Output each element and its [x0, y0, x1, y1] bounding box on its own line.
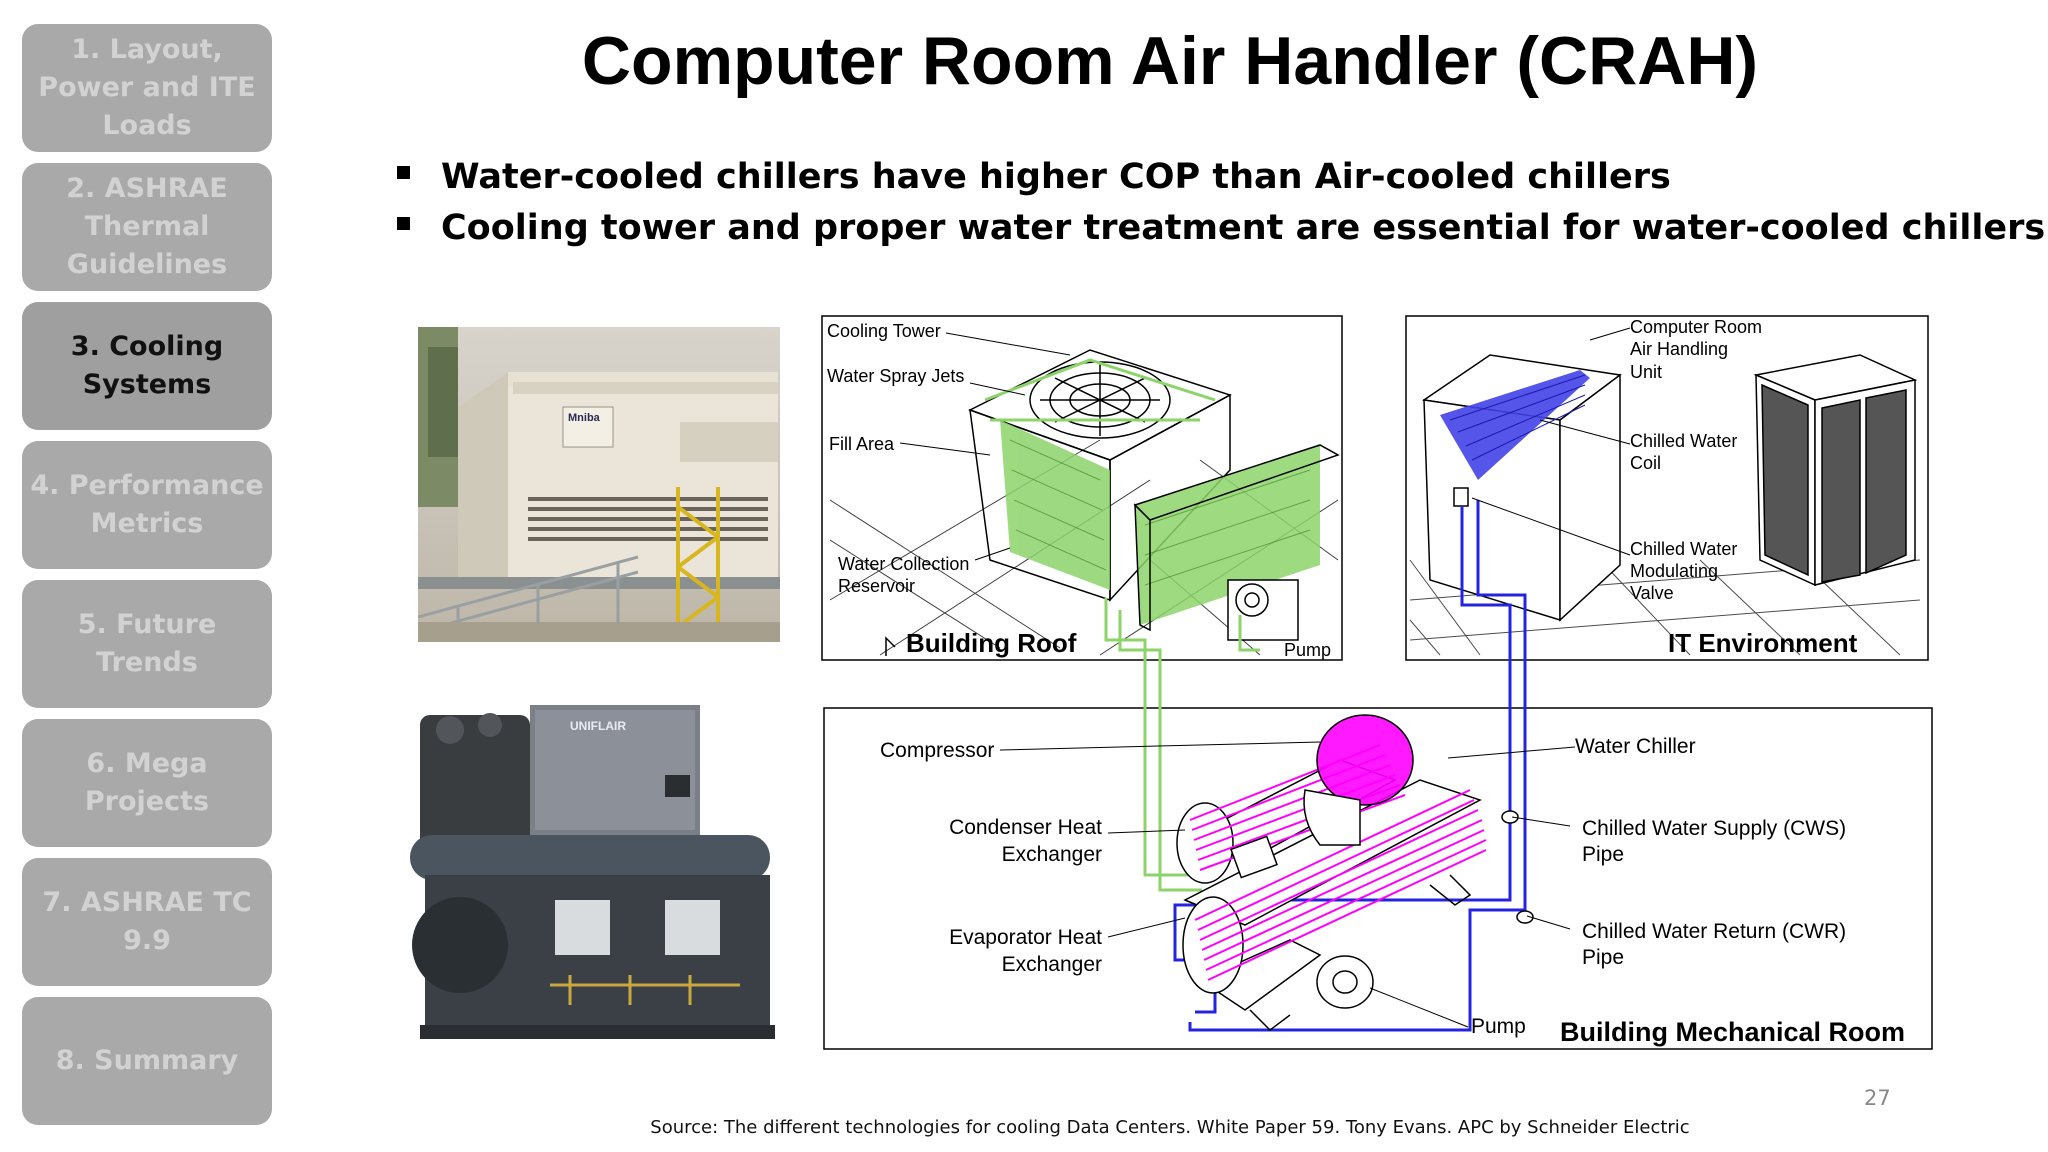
label-condenser-2: Exchanger: [1002, 843, 1102, 866]
label-fill-area: Fill Area: [829, 434, 895, 454]
source-citation: Source: The different technologies for c…: [650, 1117, 1690, 1138]
slide-number: 27: [1864, 1086, 1891, 1110]
label-valve-1: Chilled Water: [1630, 539, 1737, 559]
condenser-water-loop: [1104, 598, 1260, 892]
cooling-tower-photo: Mniba: [418, 327, 780, 642]
nav-item-summary[interactable]: 8. Summary: [22, 997, 272, 1125]
label-evaporator-1: Evaporator Heat: [949, 926, 1102, 949]
caption-mechanical-room: Building Mechanical Room: [1560, 1017, 1905, 1047]
label-compressor: Compressor: [880, 739, 994, 762]
nav-item-ashrae-thermal[interactable]: 2. ASHRAE Thermal Guidelines: [22, 163, 272, 291]
bullet-list: Water-cooled chillers have higher COP th…: [395, 152, 2045, 254]
label-valve-3: Valve: [1630, 583, 1674, 603]
nav-item-layout-power[interactable]: 1. Layout, Power and ITE Loads: [22, 24, 272, 152]
chilled-water-coil: [1440, 370, 1590, 480]
compressor-icon: [1317, 715, 1413, 805]
caption-it-environment: IT Environment: [1668, 628, 1858, 658]
cooling-tower-photo-illustration: Mniba: [418, 327, 780, 642]
label-water-spray-jets: Water Spray Jets: [827, 366, 964, 386]
bullet-item: Water-cooled chillers have higher COP th…: [395, 152, 2045, 203]
label-cwr-2: Pipe: [1582, 946, 1624, 969]
mechanical-panel-frame: [823, 707, 1933, 1050]
square-bullet-icon: [397, 217, 410, 230]
label-condenser-1: Condenser Heat: [949, 816, 1102, 839]
label-mech-pump: Pump: [1471, 1015, 1526, 1038]
caption-building-roof: Building Roof: [906, 628, 1077, 658]
chiller-brand-text: UNIFLAIR: [570, 719, 626, 733]
nav-item-cooling-systems[interactable]: 3. Cooling Systems: [22, 302, 272, 430]
label-crah-1: Computer Room: [1630, 317, 1762, 337]
label-cooling-tower: Cooling Tower: [827, 321, 941, 341]
roof-panel-frame: [821, 315, 1343, 661]
nav-item-future-trends[interactable]: 5. Future Trends: [22, 580, 272, 708]
label-evaporator-2: Exchanger: [1002, 953, 1102, 976]
it-panel-frame: [1405, 315, 1929, 661]
square-bullet-icon: [397, 166, 410, 179]
fill-area-hatch: [1000, 420, 1320, 625]
water-chiller-photo-illustration: UNIFLAIR: [400, 695, 782, 1065]
label-cws-1: Chilled Water Supply (CWS): [1582, 817, 1846, 840]
label-chilled-water-coil-1: Chilled Water: [1630, 431, 1737, 451]
water-chiller-photo: UNIFLAIR: [400, 695, 782, 1065]
chilled-water-pump-icon: [1316, 955, 1374, 1009]
tower-brand-text: Mniba: [568, 412, 601, 424]
label-cws-2: Pipe: [1582, 843, 1624, 866]
chilled-water-loop: [1173, 500, 1527, 1032]
label-crah-2: Air Handling: [1630, 339, 1728, 359]
modulating-valve-icon: [1453, 487, 1469, 507]
bullet-item: Cooling tower and proper water treatment…: [395, 203, 2045, 254]
nav-item-performance-metrics[interactable]: 4. Performance Metrics: [22, 441, 272, 569]
server-rack-icon: [1753, 354, 1918, 587]
label-cwr-1: Chilled Water Return (CWR): [1582, 920, 1846, 943]
label-chilled-water-coil-2: Coil: [1630, 453, 1661, 473]
label-crah-3: Unit: [1630, 362, 1662, 382]
label-reservoir: Reservoir: [838, 576, 915, 596]
label-water-chiller: Water Chiller: [1575, 735, 1696, 758]
roof-pump-icon: [1227, 579, 1299, 641]
slide-title: Computer Room Air Handler (CRAH): [581, 23, 1759, 99]
refrigerant-tubes: [1189, 744, 1487, 981]
tower-fan-icon: [1029, 361, 1171, 439]
nav-item-mega-projects[interactable]: 6. Mega Projects: [22, 719, 272, 847]
label-roof-pump: Pump: [1284, 640, 1331, 660]
nav-item-ashrae-tc99[interactable]: 7. ASHRAE TC 9.9: [22, 858, 272, 986]
label-valve-2: Modulating: [1630, 561, 1718, 581]
label-water-collection: Water Collection: [838, 554, 969, 574]
